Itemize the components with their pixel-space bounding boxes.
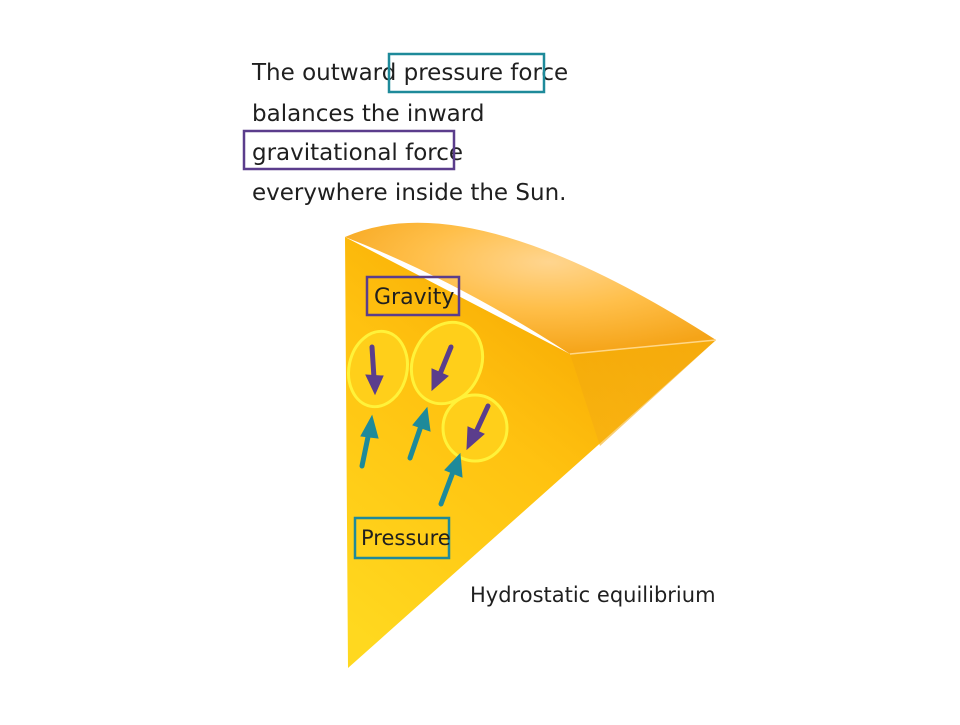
gravity-arrow [466, 403, 491, 451]
gravity-label-box [365, 275, 461, 317]
pressure-label: Pressure [353, 516, 451, 560]
gravity-term-box [242, 129, 456, 171]
pressure-arrow [407, 406, 431, 461]
gravity-arrow [365, 344, 384, 396]
wedge-edge [569, 339, 717, 355]
svg-text:Pressure: Pressure [361, 526, 451, 550]
sun-surface-cap [345, 222, 716, 354]
pressure-label-box [353, 516, 451, 560]
diagram-title: Hydrostatic equilibrium [470, 583, 716, 607]
pressure-arrow [438, 452, 463, 507]
wedge-side [570, 340, 716, 446]
svg-text:Gravity: Gravity [374, 285, 454, 310]
gravity-arrow [431, 344, 454, 392]
gravity-label: Gravity [365, 275, 461, 317]
gravity-term: gravitational force [252, 140, 463, 166]
pressure-term: pressure force [404, 60, 569, 86]
pressure-term-box [387, 52, 546, 94]
pressure-arrow [359, 414, 379, 469]
gas-parcel [347, 329, 409, 409]
caption-line-1: The outward pressure force [251, 60, 568, 86]
pressure-arrows [359, 406, 463, 507]
gas-parcel [441, 393, 509, 463]
caption-line-4: everywhere inside the Sun. [252, 180, 566, 206]
caption: The outward pressure force balances the … [242, 52, 568, 206]
gravity-arrows [365, 344, 491, 451]
caption-line-2: balances the inward [252, 101, 484, 127]
